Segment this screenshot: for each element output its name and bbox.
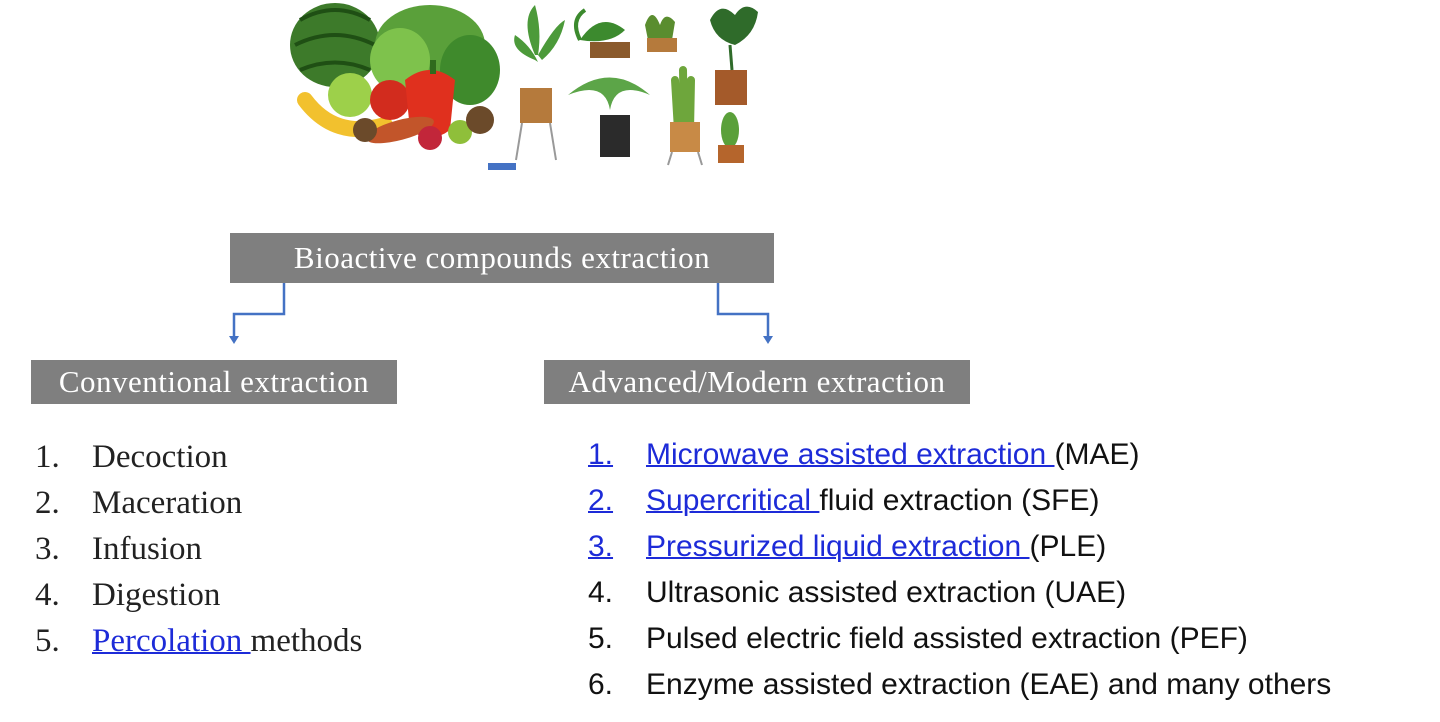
- conventional-extraction-box: Conventional extraction: [31, 360, 397, 404]
- left-connector-arrow: [229, 283, 284, 344]
- fruits-plants-illustration: [280, 0, 780, 170]
- list-text: methods: [251, 623, 363, 659]
- list-text-with-link: Microwave assisted extraction (MAE): [646, 432, 1140, 478]
- advanced-extraction-box: Advanced/Modern extraction: [544, 360, 970, 404]
- list-text: (MAE): [1055, 438, 1140, 471]
- list-number: 1.: [588, 432, 613, 478]
- list-number: 4.: [35, 572, 60, 618]
- list-number: 5.: [588, 616, 613, 662]
- down-arrow-icon: [474, 163, 530, 170]
- list-number: 3.: [588, 524, 613, 570]
- list-number: 6.: [588, 662, 613, 708]
- list-text-with-link: Pressurized liquid extraction (PLE): [646, 524, 1106, 570]
- list-number: 2.: [588, 478, 613, 524]
- list-text: (PLE): [1030, 530, 1107, 563]
- list-text: fluid extraction (SFE): [819, 484, 1099, 517]
- list-text: Decoction: [92, 434, 228, 480]
- supercritical-link[interactable]: Supercritical: [646, 484, 819, 517]
- list-text: Infusion: [92, 526, 202, 572]
- conventional-extraction-label: Conventional extraction: [59, 364, 369, 400]
- advanced-extraction-label: Advanced/Modern extraction: [568, 364, 945, 400]
- list-number: 4.: [588, 570, 613, 616]
- list-number: 3.: [35, 526, 60, 572]
- list-text: Ultrasonic assisted extraction (UAE): [646, 570, 1126, 616]
- list-text: Enzyme assisted extraction (EAE) and man…: [646, 662, 1331, 708]
- list-text: Maceration: [92, 480, 242, 526]
- fruits-vegetables-icon: [290, 3, 500, 150]
- list-text: Pulsed electric field assisted extractio…: [646, 616, 1248, 662]
- list-number: 2.: [35, 480, 60, 526]
- microwave-extraction-link[interactable]: Microwave assisted extraction: [646, 438, 1055, 471]
- potted-plants-icon: [514, 5, 758, 165]
- bioactive-extraction-label: Bioactive compounds extraction: [294, 240, 710, 276]
- bioactive-extraction-box: Bioactive compounds extraction: [230, 233, 774, 283]
- list-number: 1.: [35, 434, 60, 480]
- percolation-link[interactable]: Percolation: [92, 623, 251, 659]
- list-text: Digestion: [92, 572, 220, 618]
- list-number: 5.: [35, 618, 60, 664]
- list-text-with-link: Supercritical fluid extraction (SFE): [646, 478, 1100, 524]
- right-connector-arrow: [718, 283, 773, 344]
- list-text-with-link: Percolation methods: [92, 618, 362, 664]
- pressurized-liquid-extraction-link[interactable]: Pressurized liquid extraction: [646, 530, 1030, 563]
